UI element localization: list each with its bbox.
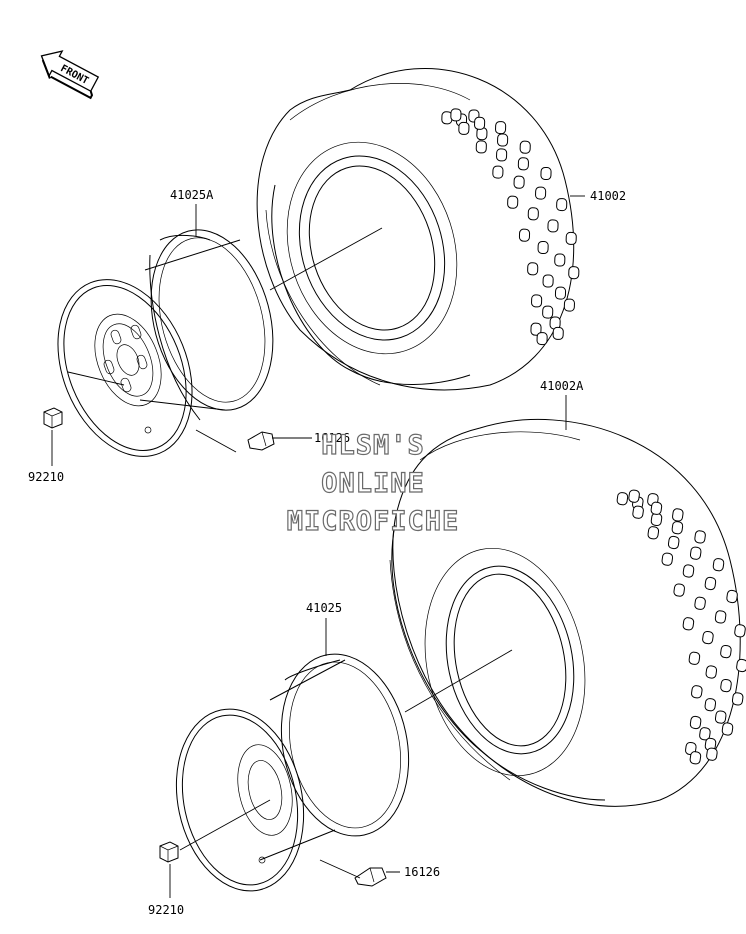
tread-lug	[535, 186, 547, 200]
tread-lug	[565, 231, 577, 245]
rear-rim	[175, 653, 410, 892]
tread-lug	[682, 564, 695, 578]
tread-lug	[542, 305, 554, 319]
label-16126-rear: 16126	[404, 865, 440, 879]
tread-lug	[497, 133, 509, 147]
tread-lug	[720, 644, 732, 659]
tread-lug	[513, 175, 525, 189]
tire-tread-lugs	[441, 108, 580, 346]
label-41002a: 41002A	[540, 379, 584, 393]
tread-lug	[736, 658, 746, 673]
tread-lug	[661, 552, 674, 566]
tread-lug	[720, 678, 732, 693]
watermark-line-1: HLSM'S	[321, 430, 425, 461]
tread-lug	[726, 589, 738, 604]
tread-lug	[704, 576, 717, 591]
rear-valve-stem	[354, 867, 387, 887]
tread-lug	[563, 298, 575, 312]
tread-lug	[616, 492, 629, 506]
label-41025: 41025	[306, 601, 342, 615]
tread-lug	[628, 489, 640, 503]
tread-lug	[531, 294, 543, 308]
watermark-line-3: MICROFICHE	[287, 506, 460, 537]
tread-lug	[689, 751, 702, 765]
label-41002: 41002	[590, 189, 626, 203]
tread-lug	[691, 685, 703, 699]
tread-lug	[731, 692, 744, 706]
tread-lug	[542, 274, 554, 288]
tread-lug	[672, 508, 684, 522]
tread-lug	[527, 207, 539, 221]
front-nut	[43, 407, 63, 429]
tread-lug	[527, 262, 539, 276]
tread-lug	[530, 322, 542, 336]
front-rim	[57, 229, 274, 457]
tread-lug	[518, 228, 531, 242]
tread-lug	[554, 253, 566, 267]
tread-lug	[706, 747, 718, 761]
tread-lug	[714, 610, 727, 624]
tread-lug	[519, 140, 531, 154]
tread-lug	[699, 727, 711, 741]
tread-lug	[475, 140, 487, 154]
tread-lug	[474, 116, 486, 130]
tread-lug	[688, 651, 701, 665]
tread-lug	[517, 157, 529, 171]
tread-lug	[667, 535, 680, 550]
tread-lug	[536, 332, 548, 346]
tread-lug	[540, 166, 552, 181]
tread-lug	[492, 165, 504, 179]
tread-lug	[647, 526, 660, 540]
tread-lug	[705, 665, 718, 679]
tread-lug	[547, 219, 559, 233]
tread-lug	[734, 624, 746, 638]
tread-lug	[673, 583, 685, 597]
tread-lug	[704, 698, 717, 712]
tread-lug	[458, 121, 470, 135]
tread-lug	[712, 558, 725, 572]
rear-tire-tread-lugs	[616, 489, 746, 765]
tread-lug	[495, 121, 507, 135]
watermark: HLSM'S ONLINE MICROFICHE	[286, 429, 460, 537]
tread-lug	[694, 530, 706, 544]
tread-lug	[552, 326, 564, 340]
tread-lug	[537, 240, 549, 255]
tread-lug	[671, 521, 684, 535]
label-41025a: 41025A	[170, 188, 214, 202]
tread-lug	[450, 108, 462, 122]
tread-lug	[682, 617, 695, 631]
label-16126-front: 16126	[314, 431, 350, 445]
rear-tire	[389, 418, 746, 807]
tread-lug	[689, 546, 702, 560]
tread-lug	[721, 722, 734, 736]
front-valve-stem	[247, 431, 275, 451]
label-92210-front: 92210	[28, 470, 64, 484]
tread-lug	[689, 715, 702, 730]
tread-lug	[507, 195, 519, 209]
rear-nut	[159, 841, 179, 863]
tread-lug	[650, 501, 663, 515]
watermark-line-2: ONLINE	[321, 468, 425, 499]
tread-lug	[568, 266, 580, 280]
tread-lug	[556, 198, 568, 212]
tread-lug	[554, 286, 567, 300]
tread-lug	[632, 505, 644, 519]
front-arrow-icon: FRONT	[40, 50, 100, 100]
tread-lug	[496, 148, 508, 162]
label-92210-rear: 92210	[148, 903, 184, 917]
tread-lug	[714, 710, 727, 724]
tread-lug	[702, 630, 714, 645]
leader-lines	[51, 195, 585, 898]
tread-lug	[694, 596, 706, 610]
front-tire	[256, 68, 580, 391]
